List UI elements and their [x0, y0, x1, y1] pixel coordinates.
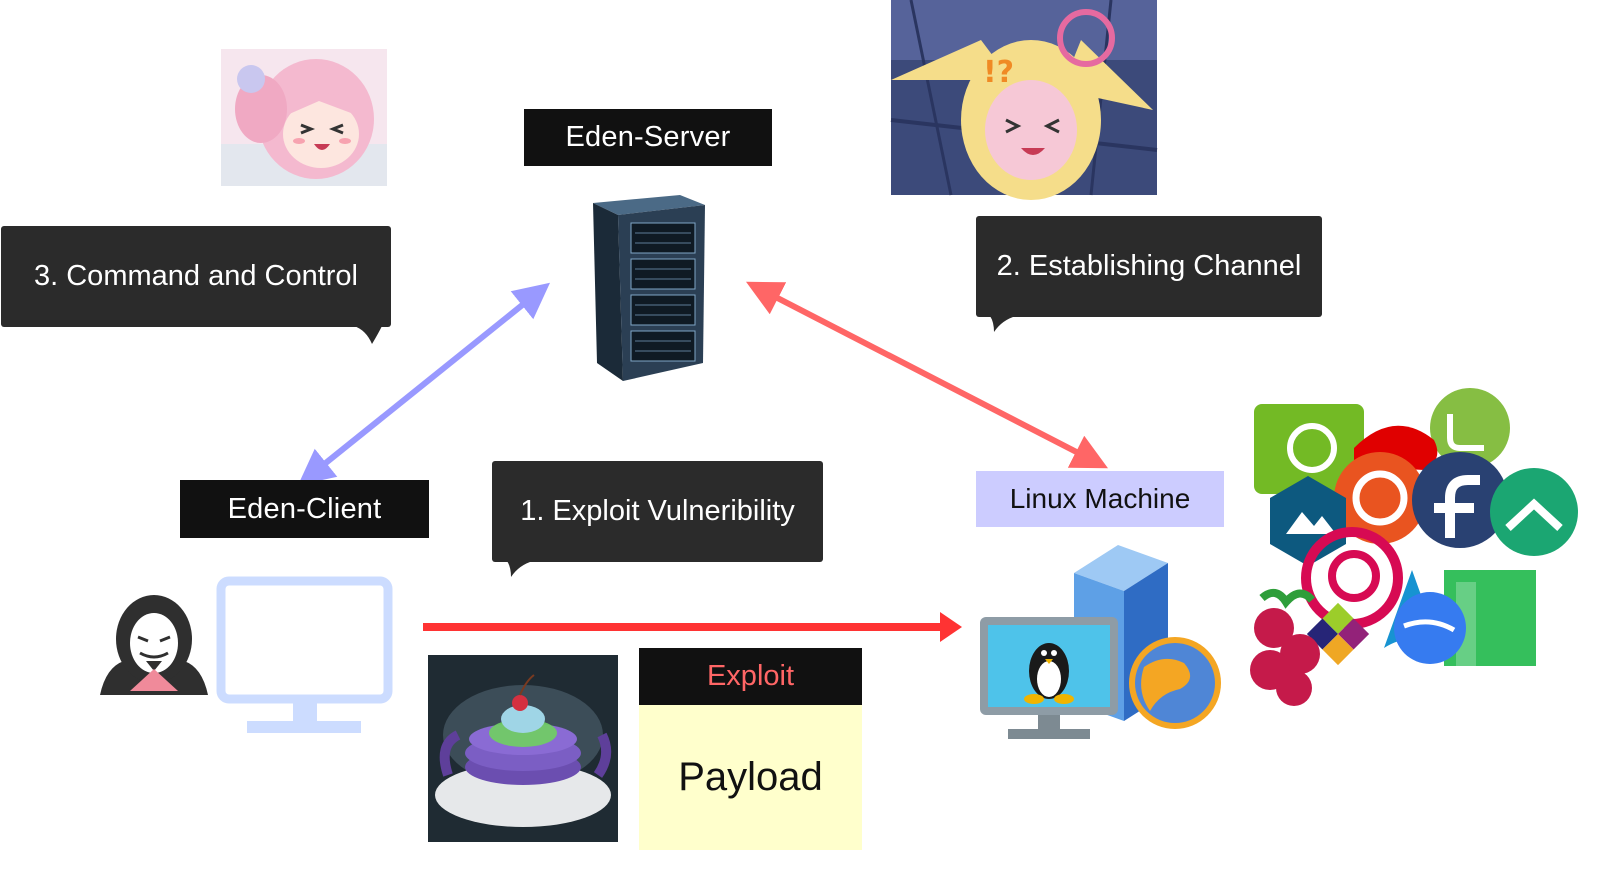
bubble-tail-step1 [507, 561, 533, 577]
bubble-exploit-vulnerability: 1. Exploit Vulneribility [492, 461, 823, 562]
linux-distro-logos-collage [1250, 388, 1578, 706]
pancake-dessert-image [428, 655, 618, 842]
hacker-anonymous-icon [100, 595, 208, 695]
server-rack-icon [593, 195, 705, 381]
anime-girl-bunny-hood-image: !? [890, 0, 1158, 200]
svg-text:!?: !? [983, 55, 1014, 90]
monitor-icon [216, 576, 393, 733]
exploit-label: Exploit [639, 648, 862, 705]
linux-machine-label: Linux Machine [976, 471, 1224, 527]
client-label: Eden-Client [180, 480, 429, 538]
payload-box: Payload [639, 705, 862, 850]
linux-desktop-icon [980, 545, 1221, 739]
anime-girl-laughing-image [221, 49, 387, 186]
server-label: Eden-Server [524, 109, 772, 166]
